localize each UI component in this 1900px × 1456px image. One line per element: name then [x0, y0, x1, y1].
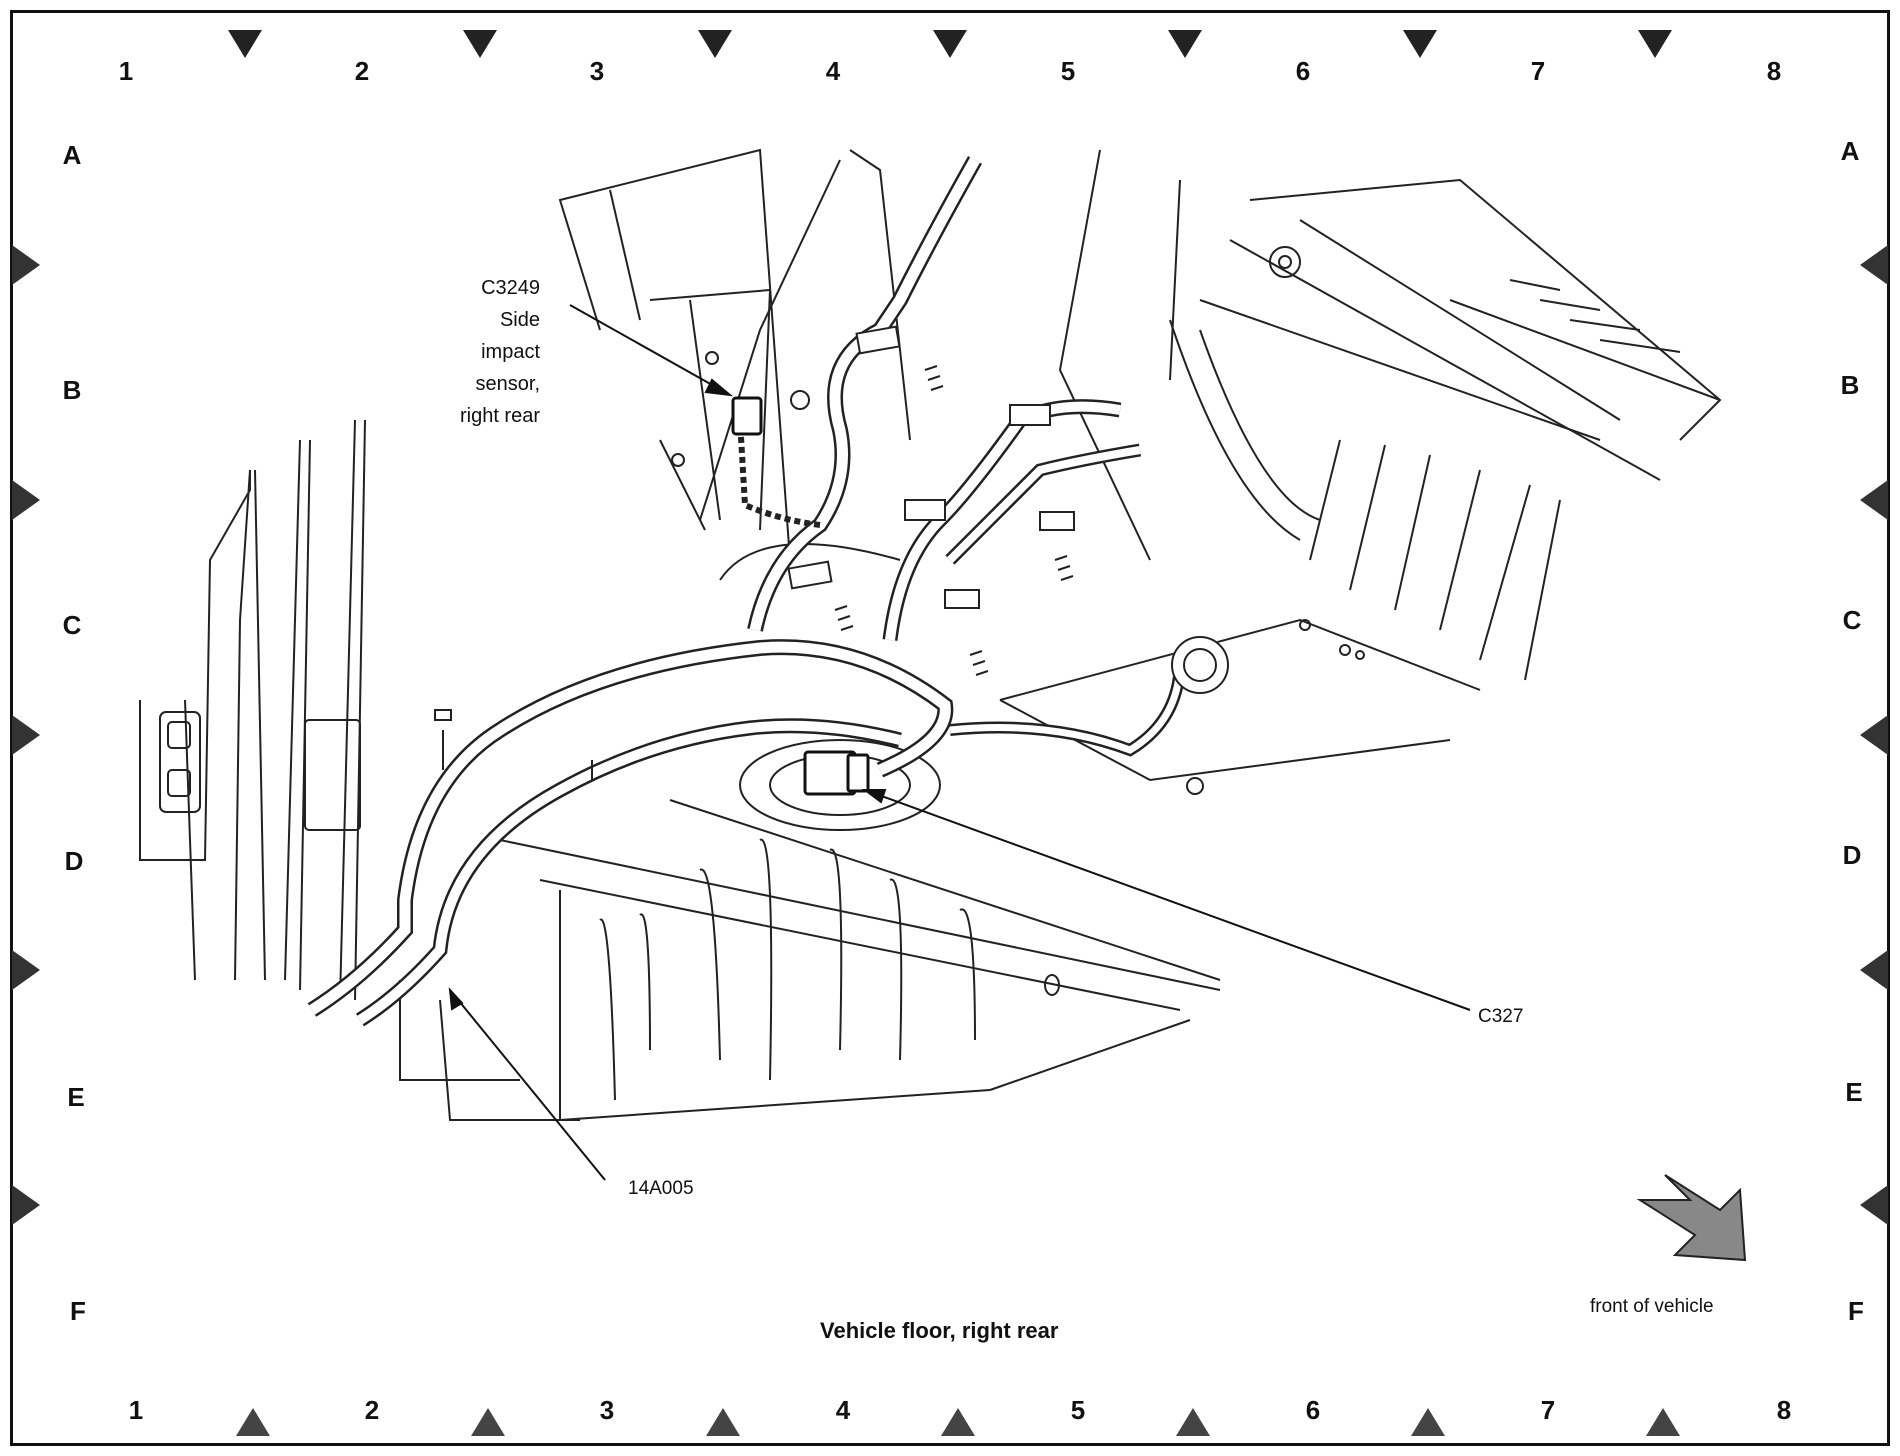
grid-col-bottom-8: 8 — [1776, 1395, 1792, 1425]
right-grid-markers — [1860, 245, 1888, 1225]
grid-row-left-b: B — [62, 375, 82, 405]
c3249-line-3: impact — [481, 341, 540, 363]
diagram-frame — [10, 10, 1890, 1446]
grid-col-top-4: 4 — [825, 56, 841, 86]
grid-col-top-7: 7 — [1530, 56, 1546, 86]
grid-col-top-8: 8 — [1766, 56, 1782, 86]
grid-col-top-5: 5 — [1060, 56, 1076, 86]
front-of-vehicle-label: front of vehicle — [1590, 1296, 1714, 1317]
grid-col-bottom-5: 5 — [1070, 1395, 1086, 1425]
harness-clips — [787, 325, 1229, 694]
c3249-connector-body — [731, 396, 763, 436]
diagram-title: Vehicle floor, right rear — [820, 1318, 1059, 1343]
grid-row-left-a: A — [62, 140, 82, 170]
grid-col-bottom-6: 6 — [1305, 1395, 1321, 1425]
grid-row-right-f: F — [1848, 1296, 1864, 1326]
harness-14a005-callout: 14A005 — [628, 1178, 694, 1199]
left-grid-markers — [12, 245, 40, 1225]
top-grid-markers — [228, 30, 1672, 58]
grid-col-bottom-7: 7 — [1540, 1395, 1556, 1425]
grid-col-top-2: 2 — [354, 56, 370, 86]
c3249-line-4: sensor, — [475, 373, 540, 395]
grid-col-bottom-4: 4 — [835, 1395, 851, 1425]
grid-row-left-e: E — [67, 1082, 85, 1112]
leader-lines — [448, 304, 1471, 1181]
c327-callout: C327 — [1478, 1006, 1524, 1027]
grid-row-right-a: A — [1840, 136, 1860, 166]
grid-row-right-e: E — [1845, 1077, 1863, 1107]
grid-row-left-f: F — [70, 1296, 86, 1326]
wiring-harness — [307, 156, 1186, 1027]
c3249-line-5: right rear — [459, 405, 540, 427]
front-of-vehicle-arrow — [1636, 1174, 1747, 1262]
connectors — [731, 396, 870, 796]
bottom-grid-markers — [236, 1408, 1680, 1436]
vehicle-body-structure — [139, 148, 1722, 1121]
grid-col-top-1: 1 — [118, 56, 134, 86]
c3249-line-2: Side — [499, 309, 540, 331]
grid-col-bottom-1: 1 — [128, 1395, 144, 1425]
grid-col-top-3: 3 — [589, 56, 605, 86]
grid-col-bottom-3: 3 — [599, 1395, 615, 1425]
grid-col-bottom-2: 2 — [364, 1395, 380, 1425]
grid-row-right-c: C — [1842, 605, 1862, 635]
c3249-line-1: C3249 — [481, 277, 540, 299]
grid-row-left-c: C — [62, 610, 82, 640]
grid-col-top-6: 6 — [1295, 56, 1311, 86]
c3249-callout: C3249 Side impact sensor, right rear — [420, 272, 540, 432]
grid-row-left-d: D — [64, 846, 84, 876]
grid-row-right-d: D — [1842, 840, 1862, 870]
screws — [434, 365, 1074, 780]
grid-row-right-b: B — [1840, 370, 1860, 400]
